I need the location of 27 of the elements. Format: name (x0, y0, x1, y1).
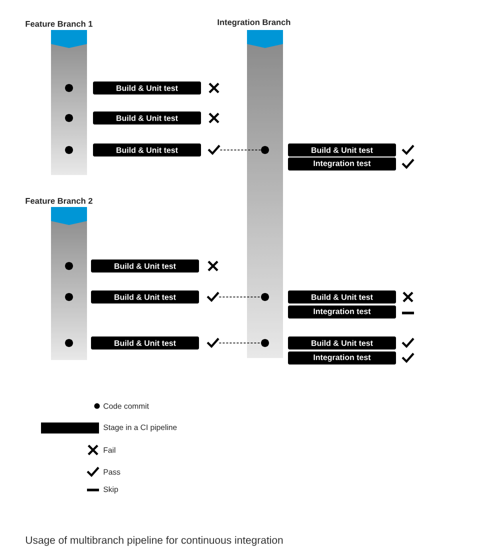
cross-icon (208, 82, 220, 94)
commit-dot (261, 146, 269, 154)
check-icon (402, 352, 414, 364)
check-icon (402, 158, 414, 170)
connector-line (218, 342, 262, 344)
check-icon (206, 338, 220, 348)
caption: Usage of multibranch pipeline for continuous integration (26, 536, 283, 546)
commit-dot (65, 114, 73, 122)
dash-icon (402, 312, 414, 314)
commit-dot (65, 293, 73, 301)
commit-dot (65, 84, 73, 92)
cross-icon (207, 260, 219, 272)
branch-heading: Integration Branch (218, 19, 290, 27)
check-icon (208, 144, 220, 156)
connector-line (218, 296, 262, 298)
commit-dot (65, 339, 73, 347)
commit-dot (261, 293, 269, 301)
commit-dot (65, 146, 73, 154)
commit-dot (65, 262, 73, 270)
branch-heading: Feature Branch 1 (26, 20, 92, 27)
check-icon (402, 144, 414, 156)
commit-dot (261, 339, 269, 347)
cross-icon (402, 291, 414, 303)
check-icon (206, 292, 220, 302)
cross-icon (208, 112, 220, 124)
check-icon (402, 338, 414, 348)
branch-heading: Feature Branch 2 (26, 198, 92, 204)
